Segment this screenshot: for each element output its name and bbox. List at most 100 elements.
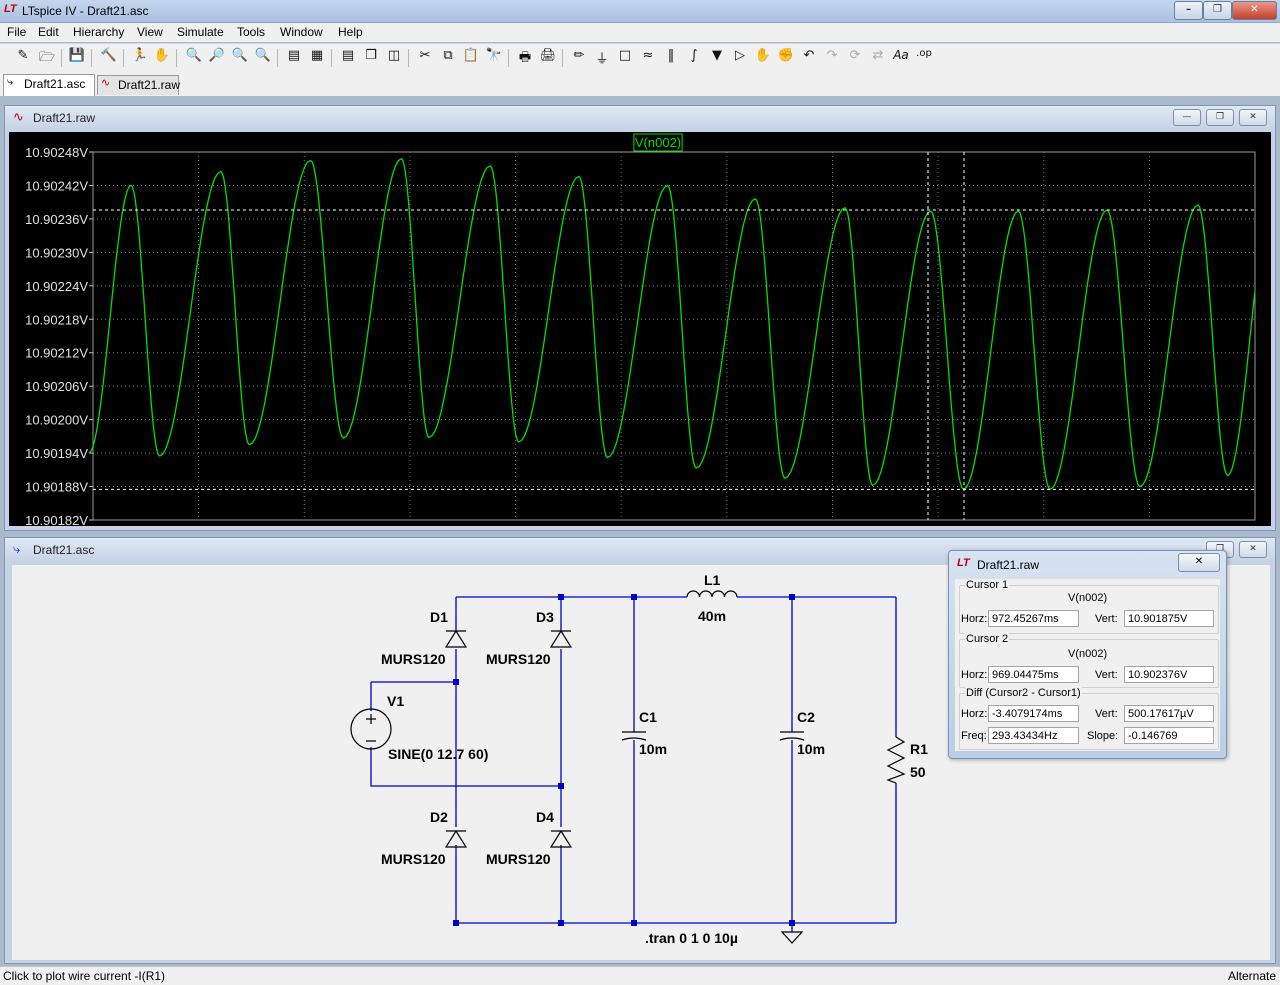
move-icon[interactable]: ✋: [754, 48, 772, 63]
label-c1-value[interactable]: 10m: [639, 741, 667, 757]
menu-simulate[interactable]: Simulate: [177, 25, 224, 39]
rotate-icon[interactable]: ⟳: [849, 48, 861, 63]
wire-icon[interactable]: ✏: [573, 48, 585, 63]
label-d1-ref[interactable]: D1: [430, 609, 448, 625]
copy-icon[interactable]: ⧉: [443, 48, 453, 63]
zoom-fit-icon[interactable]: 🔍: [254, 48, 272, 63]
menu-window[interactable]: Window: [280, 25, 323, 39]
schematic-drawing[interactable]: D1 MURS120 D2 MURS120 D3 MURS120 D4 MURS…: [12, 565, 1270, 960]
spice-directive[interactable]: .tran 0 1 0 10µ: [645, 930, 738, 946]
redo-icon[interactable]: ↷: [826, 48, 838, 63]
diff-freq-field[interactable]: 293.43434Hz: [988, 727, 1079, 744]
cursor1-horz-field[interactable]: 972.45267ms: [988, 610, 1079, 627]
resistor-r1-symbol[interactable]: [886, 736, 906, 784]
diff-horz-field[interactable]: -3.4079174ms: [988, 705, 1079, 722]
capacitor-icon[interactable]: ‖: [667, 48, 675, 63]
waveform-minimize-button[interactable]: —: [1173, 109, 1201, 126]
voltage-source-v1-symbol[interactable]: [350, 708, 392, 750]
minimize-button[interactable]: –: [1174, 1, 1203, 20]
diode-d4-symbol[interactable]: [549, 829, 573, 848]
trace-label-vn002[interactable]: V(n002): [635, 135, 681, 150]
restore-button[interactable]: ❐: [1203, 1, 1232, 20]
waveform-window-titlebar[interactable]: ∿ Draft21.raw — ❐ ✕: [5, 106, 1275, 130]
waveform-restore-button[interactable]: ❐: [1206, 109, 1234, 126]
paste-icon[interactable]: 📋: [462, 48, 480, 63]
wire-source[interactable]: [370, 681, 561, 787]
dialog-close-button[interactable]: ✕: [1178, 553, 1220, 572]
control-panel-icon[interactable]: 🔨: [100, 48, 118, 63]
drag-icon[interactable]: ✊: [777, 48, 795, 63]
cursor2-vert-field[interactable]: 10.902376V: [1124, 666, 1214, 683]
save-icon[interactable]: 💾: [68, 48, 86, 63]
menu-file[interactable]: File: [7, 25, 27, 39]
waveform-chart[interactable]: 0.89s0.90s0.91s0.92s0.93s0.94s0.95s0.96s…: [9, 132, 1271, 526]
ground-icon[interactable]: ⏚: [595, 52, 609, 67]
print-setup-icon[interactable]: 🖶: [518, 50, 532, 65]
label-r1-value[interactable]: 50: [910, 764, 926, 780]
label-c2-value[interactable]: 10m: [797, 741, 825, 757]
label-v1-ref[interactable]: V1: [387, 693, 404, 709]
capacitor-c1-symbol[interactable]: [621, 731, 647, 741]
zoom-pan-icon[interactable]: 🔎: [208, 48, 226, 63]
zoom-in-icon[interactable]: 🔍: [185, 48, 203, 63]
waveform-plot[interactable]: 0.89s0.90s0.91s0.92s0.93s0.94s0.95s0.96s…: [9, 132, 1271, 526]
trace-vn002-line[interactable]: [88, 157, 1256, 491]
inductor-l1-symbol[interactable]: [686, 590, 738, 598]
label-d4-ref[interactable]: D4: [536, 809, 554, 825]
diff-slope-field[interactable]: -0.146769: [1124, 727, 1214, 744]
menu-edit[interactable]: Edit: [38, 25, 59, 39]
label-c2-ref[interactable]: C2: [797, 709, 815, 725]
tab-schematic[interactable]: ⤷ Draft21.asc: [3, 74, 95, 96]
menu-hierarchy[interactable]: Hierarchy: [73, 25, 125, 39]
mirror-icon[interactable]: ⇄: [872, 48, 884, 63]
text-icon[interactable]: Aa: [893, 48, 909, 62]
diff-vert-field[interactable]: 500.17617µV: [1124, 705, 1214, 722]
autorange-icon[interactable]: ▤: [287, 48, 301, 63]
label-d4-value[interactable]: MURS120: [486, 851, 551, 867]
label-d2-value[interactable]: MURS120: [381, 851, 446, 867]
cascade-icon[interactable]: ❐: [365, 48, 377, 63]
menu-help[interactable]: Help: [338, 25, 363, 39]
label-v1-value[interactable]: SINE(0 12.7 60): [388, 746, 488, 762]
print-icon[interactable]: 🖨: [539, 48, 557, 63]
schematic-close-button[interactable]: ✕: [1239, 541, 1267, 558]
menu-tools[interactable]: Tools: [237, 25, 266, 39]
label-l1-value[interactable]: 40m: [698, 608, 726, 624]
close-button[interactable]: ✕: [1232, 1, 1277, 20]
diode-d2-symbol[interactable]: [444, 829, 468, 848]
component-icon[interactable]: ▷: [735, 48, 745, 63]
inductor-icon[interactable]: ∫: [690, 48, 698, 63]
spice-directive-icon[interactable]: .op: [916, 48, 932, 59]
tile-horizontal-icon[interactable]: ▤: [341, 48, 355, 63]
label-r1-ref[interactable]: R1: [910, 741, 928, 757]
resistor-icon[interactable]: ≈: [642, 48, 654, 63]
label-d1-value[interactable]: MURS120: [381, 651, 446, 667]
run-icon[interactable]: 🏃: [131, 48, 149, 63]
label-l1-ref[interactable]: L1: [704, 572, 721, 588]
diode-d1-symbol[interactable]: [444, 629, 468, 648]
grid-icon[interactable]: ▦: [310, 48, 324, 63]
open-icon[interactable]: 🗁: [38, 50, 56, 65]
halt-icon[interactable]: ✋: [153, 48, 171, 63]
tab-waveform[interactable]: ∿ Draft21.raw: [97, 75, 180, 95]
label-d2-ref[interactable]: D2: [430, 809, 448, 825]
cursor2-horz-field[interactable]: 969.04475ms: [988, 666, 1079, 683]
menu-view[interactable]: View: [137, 25, 163, 39]
find-icon[interactable]: 🔭: [485, 48, 503, 63]
diode-d3-symbol[interactable]: [549, 629, 573, 648]
cut-icon[interactable]: ✂: [419, 48, 431, 63]
zoom-out-icon[interactable]: 🔍: [231, 48, 249, 63]
new-schematic-icon[interactable]: ✎: [17, 48, 29, 63]
waveform-close-button[interactable]: ✕: [1239, 109, 1267, 126]
label-net-icon[interactable]: □: [618, 48, 632, 63]
undo-icon[interactable]: ↶: [803, 48, 815, 63]
diode-icon[interactable]: ▼: [712, 48, 722, 63]
label-c1-ref[interactable]: C1: [639, 709, 657, 725]
tile-vertical-icon[interactable]: ◫: [387, 48, 401, 63]
cursor1-vert-field[interactable]: 10.901875V: [1124, 610, 1214, 627]
capacitor-c2-symbol[interactable]: [779, 731, 805, 741]
label-d3-value[interactable]: MURS120: [486, 651, 551, 667]
ground-symbol[interactable]: [780, 931, 804, 944]
label-d3-ref[interactable]: D3: [536, 609, 554, 625]
status-message: Click to plot wire current -I(R1): [3, 969, 166, 983]
